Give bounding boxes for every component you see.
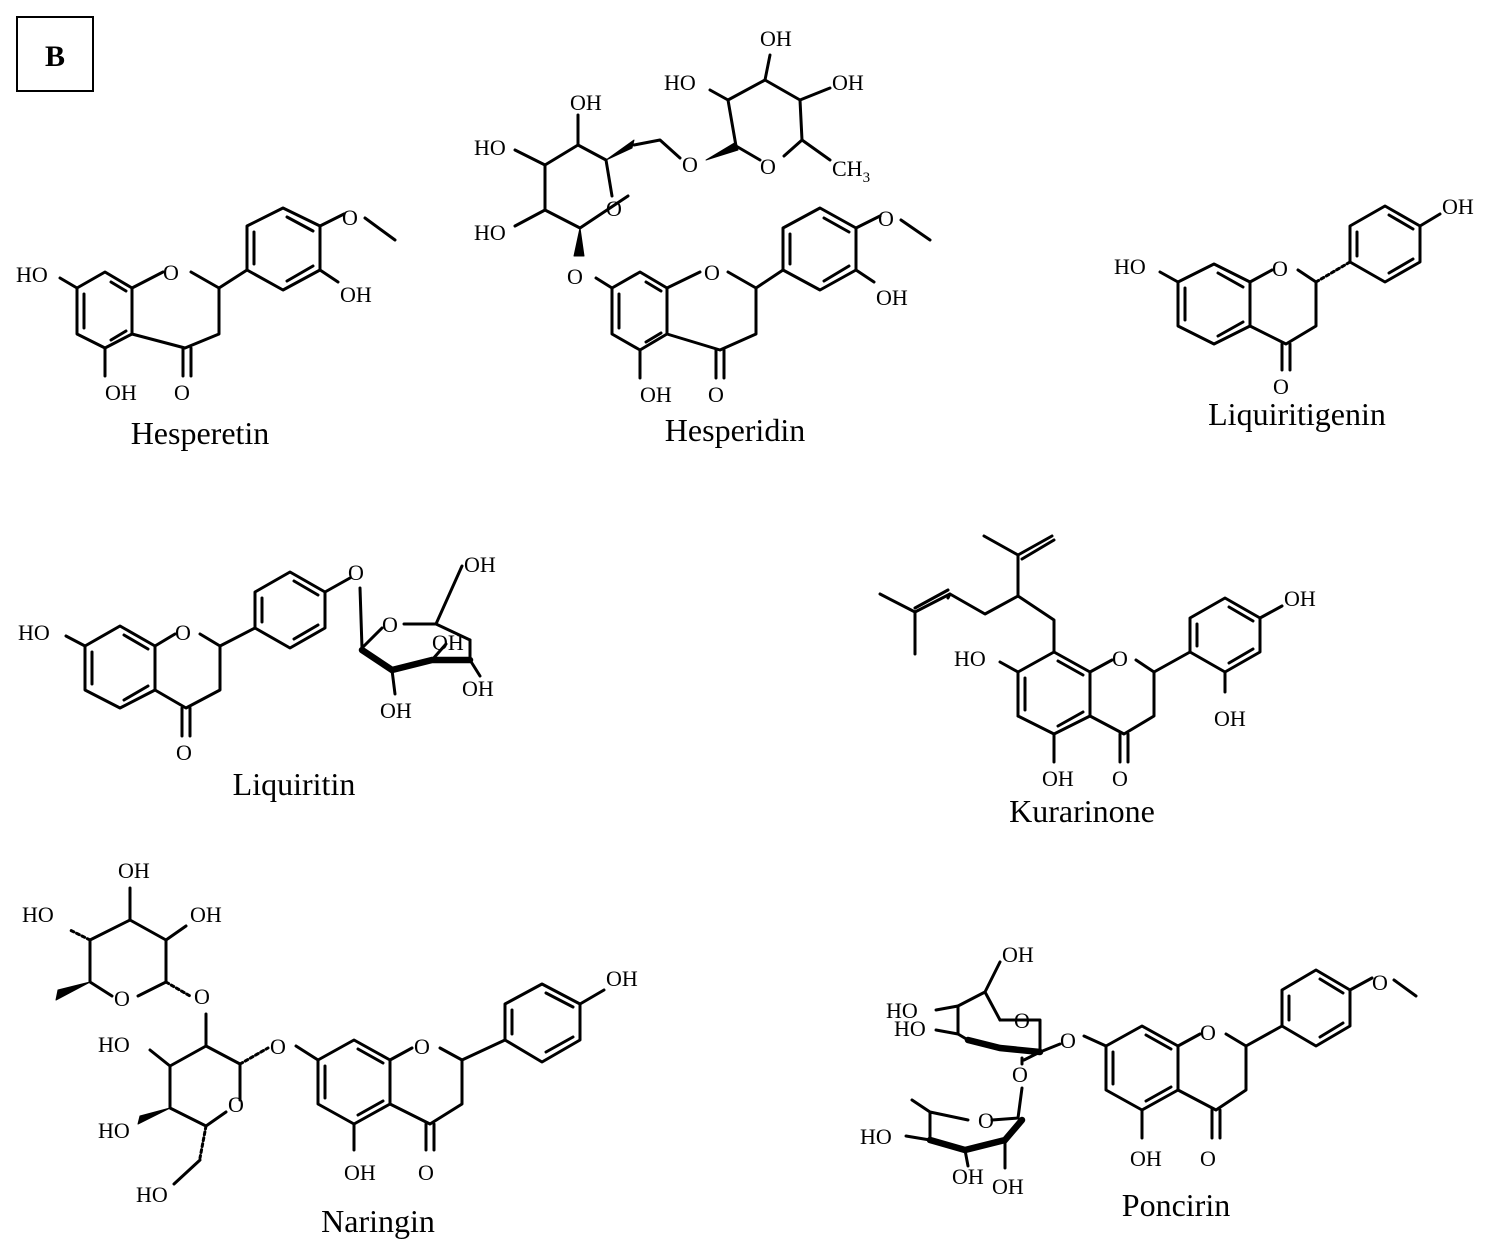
caption-liquiritigenin: Liquiritigenin [1208,396,1386,432]
svg-text:HO: HO [894,1016,926,1041]
svg-text:O: O [194,984,210,1009]
svg-text:OH: OH [118,858,150,883]
svg-text:OH: OH [340,282,372,307]
svg-text:O: O [174,380,190,405]
svg-text:O: O [1200,1146,1216,1171]
svg-text:OH: OH [606,966,638,991]
svg-text:O: O [348,560,364,585]
svg-text:HO: HO [98,1032,130,1057]
svg-text:OH: OH [1442,194,1474,219]
svg-text:HO: HO [16,262,48,287]
svg-text:O: O [414,1034,430,1059]
svg-text:O: O [382,612,398,637]
svg-text:HO: HO [474,220,506,245]
svg-text:O: O [1014,1008,1030,1033]
svg-text:HO: HO [136,1182,168,1207]
caption-poncirin: Poncirin [1122,1187,1230,1223]
svg-text:OH: OH [464,552,496,577]
svg-text:HO: HO [98,1118,130,1143]
svg-text:O: O [682,152,698,177]
svg-text:O: O [1200,1020,1216,1045]
svg-text:OH: OH [640,382,672,407]
svg-text:O: O [114,986,130,1011]
structure-hesperetin: O HO OH O OH O Hesperetin [16,205,397,451]
svg-text:O: O [342,205,358,230]
svg-text:HO: HO [1114,254,1146,279]
svg-text:O: O [606,196,622,221]
caption-hesperidin: Hesperidin [665,412,805,448]
svg-text:O: O [176,740,192,765]
structure-kurarinone: O HO OH O OH OH Kurarinone [878,534,1316,829]
svg-text:HO: HO [954,646,986,671]
structure-hesperidin: O O OH O OH O O HO HO OH O O HO OH OH CH… [474,26,932,448]
structure-naringin: O O OH O OH O HO HO HO O O HO OH OH Nari… [22,858,638,1239]
svg-text:OH: OH [1002,942,1034,967]
svg-text:O: O [1273,374,1289,399]
svg-text:OH: OH [570,90,602,115]
svg-text:CH3: CH3 [832,156,870,186]
caption-liquiritin: Liquiritin [233,766,356,802]
svg-text:O: O [270,1034,286,1059]
svg-text:O: O [878,206,894,231]
structure-liquiritigenin: O HO O OH Liquiritigenin [1114,194,1474,432]
svg-text:O: O [163,260,179,285]
svg-text:OH: OH [832,70,864,95]
caption-kurarinone: Kurarinone [1009,793,1155,829]
svg-text:OH: OH [1042,766,1074,791]
svg-text:O: O [567,264,583,289]
svg-text:O: O [1060,1028,1076,1053]
svg-text:O: O [708,382,724,407]
svg-text:HO: HO [664,70,696,95]
svg-text:OH: OH [344,1160,376,1185]
svg-text:OH: OH [992,1174,1024,1199]
caption-hesperetin: Hesperetin [131,415,270,451]
panel-label-box: B [16,16,94,92]
svg-text:OH: OH [432,630,464,655]
svg-text:O: O [175,620,191,645]
svg-text:O: O [1112,646,1128,671]
structure-liquiritin: O HO O O O OH OH OH OH Liquiritin [18,552,496,802]
svg-text:OH: OH [1214,706,1246,731]
svg-text:O: O [1112,766,1128,791]
svg-text:HO: HO [22,902,54,927]
svg-text:O: O [704,260,720,285]
svg-text:HO: HO [886,998,918,1023]
panel-label: B [45,40,65,73]
svg-text:OH: OH [876,285,908,310]
svg-text:OH: OH [1284,586,1316,611]
svg-text:O: O [1372,970,1388,995]
svg-text:HO: HO [860,1124,892,1149]
svg-text:O: O [760,154,776,179]
svg-text:OH: OH [1130,1146,1162,1171]
svg-text:O: O [1012,1062,1028,1087]
svg-text:HO: HO [474,135,506,160]
svg-text:OH: OH [462,676,494,701]
svg-text:O: O [978,1108,994,1133]
svg-text:O: O [1272,256,1288,281]
caption-naringin: Naringin [321,1203,435,1239]
svg-text:OH: OH [952,1164,984,1189]
svg-text:HO: HO [18,620,50,645]
structure-poncirin: O O OH O O O OH HO HO O O HO OH OH Ponci… [860,942,1418,1223]
svg-text:OH: OH [105,380,137,405]
svg-text:O: O [418,1160,434,1185]
svg-text:OH: OH [190,902,222,927]
svg-text:OH: OH [380,698,412,723]
svg-text:OH: OH [760,26,792,51]
svg-text:O: O [228,1092,244,1117]
